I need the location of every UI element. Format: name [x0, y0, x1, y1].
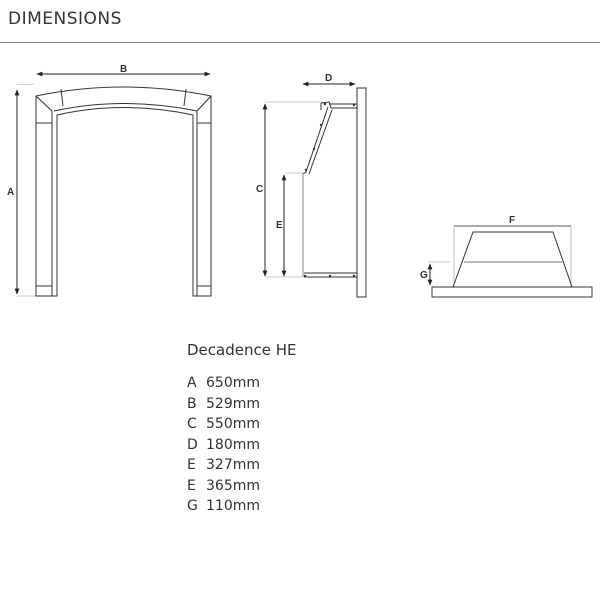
dimension-key: E — [187, 457, 196, 473]
dimensions-spec: Decadence HE A 650mm B 529mm C 550mm D 180mm… — [187, 341, 296, 517]
label-b: B — [120, 64, 127, 75]
dimension-value: 180mm — [206, 436, 260, 453]
product-name: Decadence HE — [187, 341, 297, 359]
side-view — [262, 81, 367, 298]
dimension-value: 110mm — [206, 498, 260, 514]
label-f: F — [509, 215, 515, 226]
dimension-row: D 180mm — [187, 435, 296, 456]
dimension-row: E 327mm — [187, 455, 296, 476]
label-a: A — [7, 187, 14, 198]
dimension-key: C — [187, 416, 197, 432]
dimension-row: G 110mm — [187, 496, 296, 517]
dimension-value: 365mm — [206, 477, 260, 494]
label-e: E — [276, 220, 283, 231]
dimension-key: E — [187, 477, 196, 494]
dimension-row: E 365mm — [187, 476, 296, 497]
dimension-value: 529mm — [206, 395, 260, 412]
page-title: DIMENSIONS — [8, 9, 122, 29]
dimension-value: 650mm — [206, 375, 260, 391]
dimension-row: A 650mm — [187, 373, 296, 394]
dimension-value: 550mm — [206, 416, 260, 432]
dimension-key: A — [187, 375, 197, 391]
dimension-row: C 550mm — [187, 414, 296, 435]
title-divider — [0, 42, 600, 43]
dimension-key: B — [187, 395, 197, 412]
plan-view — [427, 225, 593, 298]
dimension-key: G — [187, 498, 198, 514]
dimension-value: 327mm — [206, 457, 260, 473]
label-c: C — [256, 184, 263, 195]
dimension-row: B 529mm — [187, 394, 296, 415]
front-view — [14, 71, 212, 297]
dimension-key: D — [187, 436, 198, 453]
label-g: G — [420, 270, 428, 281]
label-d: D — [325, 73, 332, 84]
